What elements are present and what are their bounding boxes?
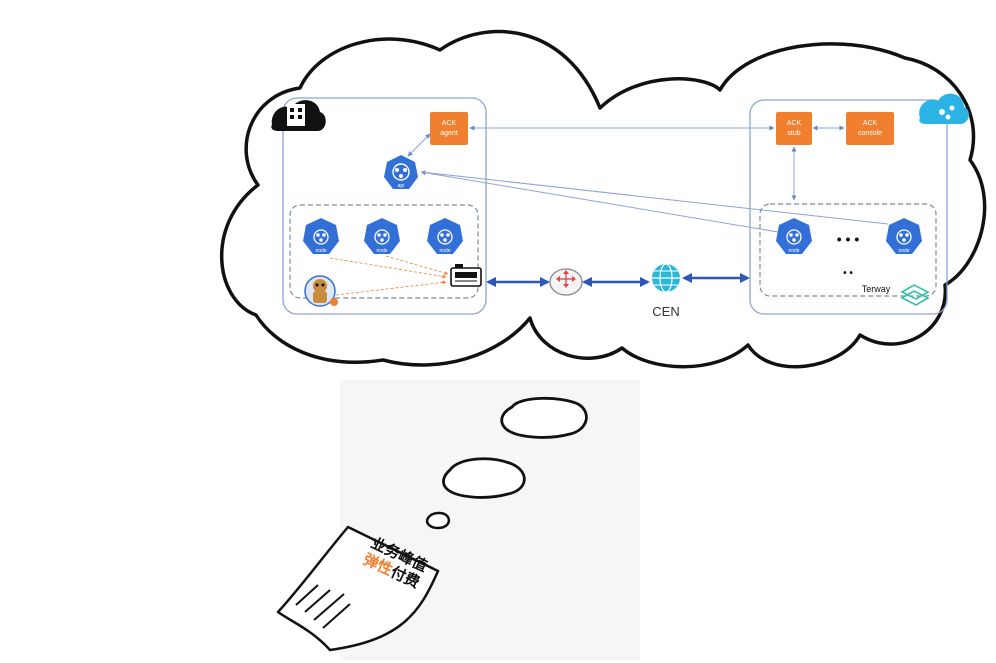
api-agent-link: [407, 133, 431, 157]
router-icon: [549, 268, 583, 296]
mascot-icon: [304, 275, 338, 307]
thought-bubble-small: [425, 511, 451, 530]
mascot-to-switch-link: [335, 280, 447, 296]
api-cloudnode-link-2: [420, 171, 889, 225]
ack-stub-label-2: stub: [787, 130, 800, 137]
ack-agent-label-1: ACK: [442, 120, 457, 127]
node-label: node: [898, 248, 909, 254]
ack-stub-box: [776, 112, 812, 145]
node-to-switch-link-2: [385, 255, 449, 275]
more-items-ellipsis: • •: [843, 268, 853, 279]
ack-console-box: [846, 112, 894, 145]
gateway-device-icon: [450, 264, 482, 287]
terway-icon: [900, 284, 930, 306]
main-thought-cloud: [220, 29, 987, 369]
terway-label: Terway: [862, 284, 891, 294]
aliyun-cloud-icon: [919, 93, 969, 124]
ack-console-label-2: console: [858, 130, 882, 137]
ack-agent-box: [430, 112, 468, 145]
node-to-switch-link-1: [329, 257, 447, 279]
node-label: node: [439, 248, 450, 254]
api-label: api: [398, 183, 405, 189]
node-label: node: [315, 248, 326, 254]
idc-node-1: node: [303, 218, 339, 254]
node-label: node: [376, 248, 387, 254]
idc-node-2: node: [364, 218, 400, 254]
idc-node-pool: [289, 204, 479, 299]
idc-node-3: node: [427, 218, 463, 254]
idc-building-icon: [271, 100, 326, 131]
ack-stub-label-1: ACK: [787, 120, 802, 127]
idc-region: [282, 97, 487, 315]
node-label: node: [788, 248, 799, 254]
ack-agent-label-2: agent: [440, 130, 458, 137]
api-cloudnode-link-1: [420, 170, 779, 233]
aliyun-region: [749, 99, 948, 315]
thought-bubble-large: [500, 396, 588, 439]
ack-console-label-1: ACK: [863, 120, 878, 127]
more-nodes-ellipsis: • • •: [837, 231, 860, 247]
cen-globe-icon: [652, 263, 680, 293]
kubernetes-api-icon: api: [384, 155, 418, 189]
aliyun-node-pool: [759, 203, 937, 297]
thought-bubble-medium: [442, 457, 526, 499]
cen-label: CEN: [652, 304, 679, 319]
aliyun-node-2: node: [886, 218, 922, 254]
aliyun-node-1: node: [776, 218, 812, 254]
